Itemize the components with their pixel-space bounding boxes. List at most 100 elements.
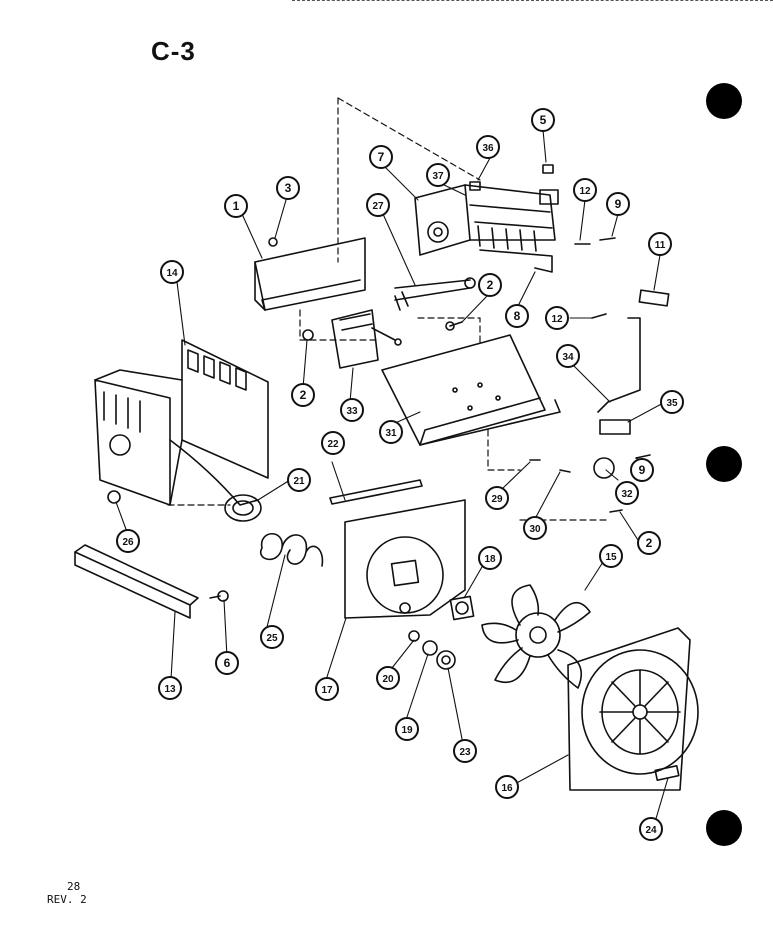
callout-circle (321, 431, 345, 455)
callout-circle (573, 178, 597, 202)
callout-9: 9 (630, 458, 654, 482)
callout-label: 36 (482, 143, 494, 154)
callout-circle (276, 176, 300, 200)
part-14-duct-housing (94, 339, 269, 506)
callout-circle (291, 383, 315, 407)
callout-18: 18 (478, 546, 502, 570)
callout-31: 31 (379, 420, 403, 444)
part-21-grommet (224, 494, 262, 522)
callout-circle (639, 817, 663, 841)
callout-circle (160, 260, 184, 284)
callout-1: 1 (224, 194, 248, 218)
part-13-rail (74, 544, 199, 619)
callout-circle (158, 676, 182, 700)
callout-label: 33 (346, 406, 358, 417)
callout-label: 2 (646, 536, 653, 550)
page-footer: 28 REV. 2 (47, 880, 87, 906)
callout-label: 9 (615, 197, 622, 211)
part-1-bracket (254, 237, 366, 311)
callout-label: 16 (501, 783, 513, 794)
callout-label: 30 (529, 524, 541, 535)
callout-label: 19 (401, 725, 413, 736)
callout-2: 2 (291, 383, 315, 407)
callout-2: 2 (637, 531, 661, 555)
callout-label: 11 (655, 240, 666, 251)
callout-label: 17 (321, 685, 333, 696)
callout-circle (315, 677, 339, 701)
callout-circle (395, 717, 419, 741)
callout-25: 25 (260, 625, 284, 649)
callout-circle (660, 390, 684, 414)
callout-22: 22 (321, 431, 345, 455)
callout-7: 7 (369, 145, 393, 169)
callout-circle (340, 398, 364, 422)
callout-label: 34 (562, 352, 574, 363)
callout-label: 7 (378, 150, 385, 164)
callout-circle (545, 306, 569, 330)
callout-label: 23 (459, 747, 471, 758)
part-27-wire-harness (394, 277, 476, 311)
callout-label: 2 (487, 278, 494, 292)
callout-label: 13 (164, 684, 176, 695)
callout-6: 6 (215, 651, 239, 675)
callout-circle (523, 516, 547, 540)
callout-label: 35 (666, 398, 678, 409)
callout-label: 27 (372, 201, 384, 212)
binder-hole-icon (706, 446, 742, 482)
callout-label: 31 (385, 428, 397, 439)
callout-circle (366, 193, 390, 217)
callout-20: 20 (376, 666, 400, 690)
callout-circle (637, 531, 661, 555)
callout-36: 36 (476, 135, 500, 159)
callout-37: 37 (426, 163, 450, 187)
callout-label: 2 (300, 388, 307, 402)
callout-label: 25 (266, 633, 278, 644)
callout-label: 3 (285, 181, 292, 195)
callout-label: 24 (645, 825, 657, 836)
callout-label: 6 (224, 656, 231, 670)
callout-circle (379, 420, 403, 444)
callout-15: 15 (599, 544, 623, 568)
callout-9: 9 (606, 192, 630, 216)
callout-label: 22 (327, 439, 339, 450)
part-25-spring (259, 533, 324, 567)
callout-circle (426, 163, 450, 187)
callout-16: 16 (495, 775, 519, 799)
callout-label: 14 (166, 268, 178, 279)
callout-14: 14 (160, 260, 184, 284)
callout-circle (369, 145, 393, 169)
callout-circle (606, 192, 630, 216)
callout-11: 11 (648, 232, 672, 256)
callout-label: 15 (605, 552, 617, 563)
callout-circle (215, 651, 239, 675)
callout-label: 32 (621, 489, 633, 500)
callout-circle (485, 486, 509, 510)
callout-circle (453, 739, 477, 763)
callout-circle (478, 273, 502, 297)
callout-circle (478, 546, 502, 570)
callout-12: 12 (573, 178, 597, 202)
part-33-motor (331, 309, 402, 369)
callout-23: 23 (453, 739, 477, 763)
part-31-base-plate (381, 334, 561, 446)
callout-circle (495, 775, 519, 799)
callout-24: 24 (639, 817, 663, 841)
revision-label: REV. 2 (47, 893, 87, 906)
callout-29: 29 (485, 486, 509, 510)
page-title: C-3 (151, 36, 196, 66)
callout-label: 26 (122, 537, 134, 548)
callout-label: 1 (233, 199, 240, 213)
callout-circle (376, 666, 400, 690)
callout-label: 37 (432, 171, 444, 182)
callout-26: 26 (116, 529, 140, 553)
callout-circle (648, 232, 672, 256)
assembly-dashed-lines (167, 97, 611, 521)
callout-19: 19 (395, 717, 419, 741)
callout-33: 33 (340, 398, 364, 422)
callout-circle (476, 135, 500, 159)
callout-circle (260, 625, 284, 649)
callout-21: 21 (287, 468, 311, 492)
callout-5: 5 (531, 108, 555, 132)
